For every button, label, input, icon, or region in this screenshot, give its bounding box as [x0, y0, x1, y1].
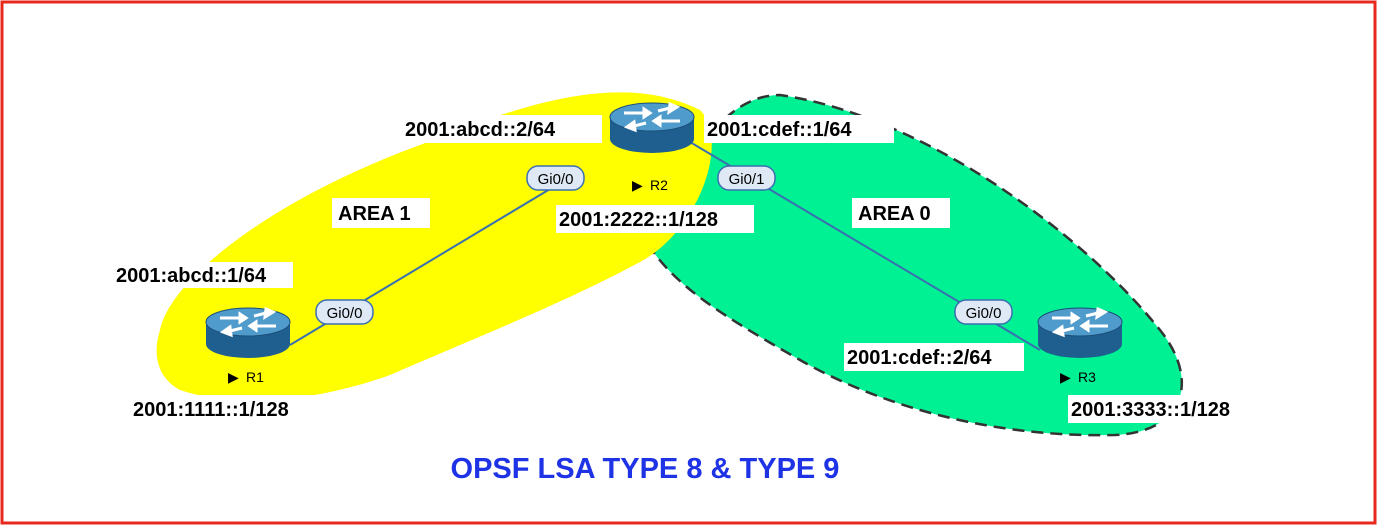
router-name: R2 — [650, 177, 668, 193]
router-arrow-icon: ▶ — [228, 369, 239, 385]
address-r3-gi00: 2001:cdef::2/64 — [847, 347, 992, 369]
port-badge-r2-gi01: Gi0/1 — [717, 165, 776, 191]
loopback-r1: 2001:1111::1/128 — [133, 399, 289, 421]
port-badge-r2-gi00: Gi0/0 — [526, 165, 585, 191]
port-label: Gi0/0 — [327, 305, 363, 322]
router-name: R3 — [1078, 369, 1096, 385]
address-r2-gi00: 2001:abcd::2/64 — [405, 119, 556, 141]
area-0-label: AREA 0 — [858, 203, 931, 225]
port-label: Gi0/1 — [729, 171, 765, 188]
loopback-r3: 2001:3333::1/128 — [1071, 399, 1230, 421]
router-r1[interactable]: ▶ R1 — [204, 306, 292, 385]
area-1-label: AREA 1 — [338, 203, 411, 225]
router-arrow-icon: ▶ — [1060, 369, 1071, 385]
router-r3[interactable]: ▶ R3 — [1036, 306, 1124, 385]
router-arrow-icon: ▶ — [632, 177, 643, 193]
router-icon — [608, 101, 696, 155]
router-name: R1 — [246, 369, 264, 385]
diagram-title: OPSF LSA TYPE 8 & TYPE 9 — [451, 453, 840, 485]
router-icon — [204, 306, 292, 360]
address-r1-gi00: 2001:abcd::1/64 — [116, 265, 267, 287]
port-label: Gi0/0 — [966, 305, 1002, 322]
port-badge-r3-gi00: Gi0/0 — [954, 299, 1013, 325]
address-r2-gi01: 2001:cdef::1/64 — [707, 119, 852, 141]
router-icon — [1036, 306, 1124, 360]
port-badge-r1-gi00: Gi0/0 — [315, 299, 374, 325]
port-label: Gi0/0 — [538, 171, 574, 188]
loopback-r2: 2001:2222::1/128 — [559, 209, 718, 231]
router-r2[interactable]: ▶ R2 — [608, 101, 696, 193]
